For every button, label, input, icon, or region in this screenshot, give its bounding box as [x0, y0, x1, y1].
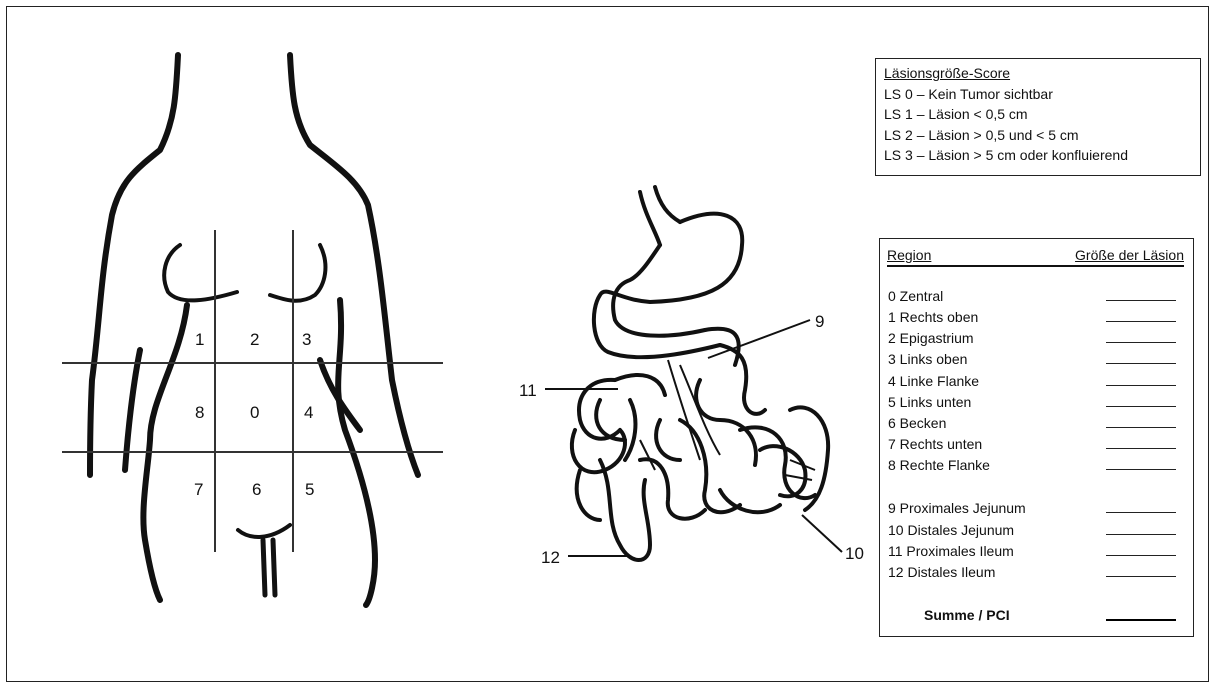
legend-item: LS 0 – Kein Tumor sichtbar — [884, 84, 1192, 105]
table-row: 10 Distales Jejunum — [888, 522, 1180, 542]
table-row: 3 Links oben — [888, 351, 1180, 371]
region-label: 1 Rechts oben — [888, 309, 978, 325]
region-number: 8 — [195, 403, 204, 422]
region-label: 2 Epigastrium — [888, 330, 974, 346]
region-label: 3 Links oben — [888, 351, 967, 367]
table-row: 2 Epigastrium — [888, 330, 1180, 350]
region-label: 10 Distales Jejunum — [888, 522, 1014, 538]
region-score-table: Region Größe der Läsion 0 Zentral 1 Rech… — [879, 238, 1194, 637]
table-row: 8 Rechte Flanke — [888, 457, 1180, 477]
table-row: 4 Linke Flanke — [888, 373, 1180, 393]
region-label: 12 Distales Ileum — [888, 564, 995, 580]
score-blank[interactable] — [1106, 555, 1176, 556]
table-header: Region Größe der Läsion — [887, 247, 1184, 267]
table-row: 7 Rechts unten — [888, 436, 1180, 456]
region-label: 5 Links unten — [888, 394, 971, 410]
region-label: 9 Proximales Jejunum — [888, 500, 1026, 516]
intestine-drawing — [572, 187, 828, 560]
header-region: Region — [887, 247, 931, 263]
region-number: 5 — [305, 480, 314, 499]
score-blank[interactable] — [1106, 342, 1176, 343]
table-row: 5 Links unten — [888, 394, 1180, 414]
intestine-label: 11 — [519, 381, 537, 400]
region-label: 11 Proximales Ileum — [888, 543, 1014, 559]
region-label: 4 Linke Flanke — [888, 373, 979, 389]
region-number: 6 — [252, 480, 261, 499]
total-label: Summe / PCI — [924, 607, 1010, 623]
region-number: 2 — [250, 330, 259, 349]
score-blank[interactable] — [1106, 321, 1176, 322]
region-number: 0 — [250, 403, 259, 422]
score-blank[interactable] — [1106, 576, 1176, 577]
table-row: 6 Becken — [888, 415, 1180, 435]
table-row: 9 Proximales Jejunum — [888, 500, 1180, 520]
region-number: 3 — [302, 330, 311, 349]
region-number: 1 — [195, 330, 204, 349]
intestine-label: 9 — [815, 312, 824, 331]
table-row: 1 Rechts oben — [888, 309, 1180, 329]
table-row: 12 Distales Ileum — [888, 564, 1180, 584]
score-blank[interactable] — [1106, 385, 1176, 386]
region-label: 8 Rechte Flanke — [888, 457, 990, 473]
score-blank[interactable] — [1106, 427, 1176, 428]
region-number: 4 — [304, 403, 313, 422]
intestine-label: 12 — [541, 548, 560, 567]
total-blank[interactable] — [1106, 619, 1176, 621]
intestine-label: 10 — [845, 544, 864, 563]
score-blank[interactable] — [1106, 469, 1176, 470]
lesion-score-legend: Läsionsgröße-Score LS 0 – Kein Tumor sic… — [875, 58, 1201, 176]
legend-item: LS 3 – Läsion > 5 cm oder konfluierend — [884, 145, 1192, 166]
score-blank[interactable] — [1106, 300, 1176, 301]
region-label: 6 Becken — [888, 415, 946, 431]
legend-item: LS 1 – Läsion < 0,5 cm — [884, 104, 1192, 125]
table-row: 11 Proximales Ileum — [888, 543, 1180, 563]
score-blank[interactable] — [1106, 363, 1176, 364]
region-label: 0 Zentral — [888, 288, 943, 304]
region-number: 7 — [194, 480, 203, 499]
legend-title: Läsionsgröße-Score — [884, 63, 1192, 84]
score-blank[interactable] — [1106, 534, 1176, 535]
total-row: Summe / PCI — [888, 607, 1180, 627]
table-row: 0 Zentral — [888, 288, 1180, 308]
score-blank[interactable] — [1106, 512, 1176, 513]
legend-item: LS 2 – Läsion > 0,5 und < 5 cm — [884, 125, 1192, 146]
torso-grid — [62, 230, 443, 552]
score-blank[interactable] — [1106, 448, 1176, 449]
header-lesion-size: Größe der Läsion — [1075, 247, 1184, 263]
score-blank[interactable] — [1106, 406, 1176, 407]
region-label: 7 Rechts unten — [888, 436, 982, 452]
